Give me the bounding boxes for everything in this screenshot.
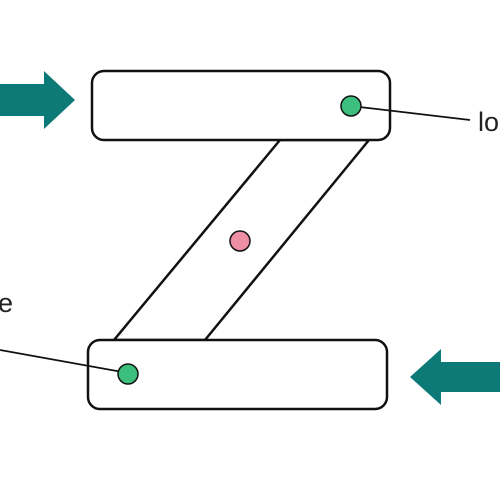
leader-line-left xyxy=(0,349,129,374)
left-label: e xyxy=(0,288,13,318)
right-label: lo xyxy=(478,107,499,137)
top-horizontal-bar xyxy=(90,69,392,142)
bottom-left-green-point xyxy=(117,363,139,385)
arrow-right-icon xyxy=(0,71,75,129)
leader-line-right xyxy=(350,105,471,121)
top-right-green-point xyxy=(340,95,362,117)
arrow-left-icon xyxy=(410,349,500,405)
bottom-horizontal-bar xyxy=(86,338,389,411)
center-pink-point xyxy=(229,230,251,252)
